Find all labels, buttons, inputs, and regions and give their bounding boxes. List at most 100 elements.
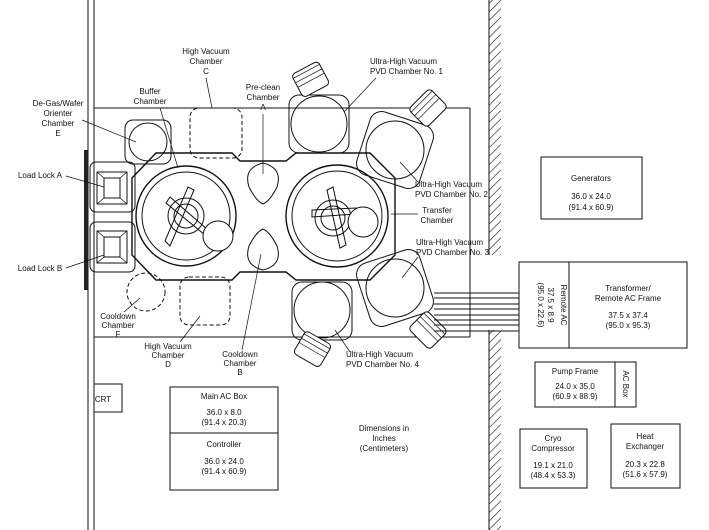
svg-text:Cooldown: Cooldown [222, 350, 258, 359]
main-ac-box-dims: 36.0 x 8.0 [206, 408, 242, 417]
dimensions-note: Dimensions in Inches (Centimeters) [359, 424, 409, 453]
label-transfer: Transfer Chamber [391, 206, 454, 225]
degas-chamber-e [124, 119, 172, 165]
label-cooldown-f: Cooldown Chamber F [100, 297, 141, 339]
heat-exchanger-dims-cm: (51.6 x 57.9) [623, 470, 668, 479]
pipe-run [434, 292, 519, 332]
svg-text:Buffer: Buffer [139, 87, 161, 96]
svg-text:High Vacuum: High Vacuum [144, 342, 192, 351]
heat-exchanger-label-1: Heat [637, 432, 655, 441]
mainframe-body [131, 152, 396, 281]
label-load-lock-b: Load Lock B [18, 254, 105, 273]
svg-text:Ultra-High Vacuum: Ultra-High Vacuum [370, 57, 437, 66]
generators-label: Generators [571, 174, 611, 183]
svg-text:Chamber: Chamber [152, 351, 185, 360]
svg-text:Chamber: Chamber [102, 321, 135, 330]
svg-text:B: B [237, 368, 242, 377]
svg-text:Chamber: Chamber [42, 119, 75, 128]
transformer-dims: 37.5 x 37.4 [608, 311, 648, 320]
transformer-label-1: Transformer/ [605, 284, 651, 293]
controller-dims: 36.0 x 24.0 [204, 457, 244, 466]
cooldown-chamber-b [247, 228, 279, 271]
svg-text:Load Lock A: Load Lock A [18, 171, 63, 180]
remote-ac-dims-cm: (95.0 x 22.6) [536, 283, 545, 328]
heat-exchanger-dims: 20.3 x 22.8 [625, 460, 665, 469]
remote-ac-dims: 37.5 x 8.9 [546, 287, 555, 323]
svg-text:De-Gas/Wafer: De-Gas/Wafer [33, 99, 84, 108]
generators-dims-cm: (91.4 x 60.9) [569, 203, 614, 212]
label-degas: De-Gas/Wafer Orienter Chamber E [33, 99, 137, 143]
cryo-label-2: Compressor [531, 444, 575, 453]
cryo-dims: 19.1 x 21.0 [533, 461, 573, 470]
label-load-lock-a: Load Lock A [18, 171, 105, 188]
buffer-chamber [135, 165, 237, 267]
svg-text:High Vacuum: High Vacuum [182, 47, 230, 56]
label-uhv-4: Ultra-High Vacuum PVD Chamber No. 4 [334, 329, 419, 369]
pvd-chamber-3 [356, 249, 447, 349]
svg-text:PVD Chamber No. 2: PVD Chamber No. 2 [415, 190, 488, 199]
pvd-chamber-2 [356, 89, 447, 189]
transformer-box: Transformer/ Remote AC Frame 37.5 x 37.4… [568, 261, 688, 349]
cryo-compressor-box: Cryo Compressor 19.1 x 21.0 (48.4 x 53.3… [519, 428, 588, 489]
svg-text:Chamber: Chamber [224, 359, 257, 368]
heat-exchanger-label-2: Exchanger [626, 442, 665, 451]
pvd-chamber-4 [291, 281, 353, 367]
svg-text:D: D [165, 360, 171, 369]
controller-dims-cm: (91.4 x 60.9) [202, 467, 247, 476]
pvd-chamber-1 [288, 61, 350, 154]
label-cooldown-b: Cooldown Chamber B [222, 253, 262, 377]
pump-frame-box: Pump Frame 24.0 x 35.0 (60.9 x 88.9) [534, 361, 616, 408]
generators-dims: 36.0 x 24.0 [571, 192, 611, 201]
main-ac-box-label: Main AC Box [201, 392, 247, 401]
crt-box: CRT [93, 383, 123, 413]
controller-label: Controller [207, 440, 242, 449]
svg-text:E: E [55, 129, 60, 138]
svg-text:F: F [116, 330, 121, 339]
cryo-dims-cm: (48.4 x 53.3) [531, 471, 576, 480]
svg-text:Chamber: Chamber [190, 57, 223, 66]
pump-frame-dims: 24.0 x 35.0 [555, 382, 595, 391]
cryo-label-1: Cryo [545, 434, 562, 443]
load-lock-b [89, 221, 136, 273]
svg-text:Chamber: Chamber [421, 216, 454, 225]
svg-text:A: A [260, 103, 266, 112]
crt-label: CRT [95, 395, 111, 404]
ac-box: AC Box [614, 361, 637, 408]
main-ac-box-dims-cm: (91.4 x 20.3) [202, 418, 247, 427]
label-high-vacuum-d: High Vacuum Chamber D [144, 315, 201, 369]
high-vacuum-chamber-c [189, 107, 243, 159]
svg-text:Ultra-High Vacuum: Ultra-High Vacuum [346, 350, 413, 359]
svg-text:Ultra-High Vacuum: Ultra-High Vacuum [415, 180, 482, 189]
pump-frame-dims-cm: (60.9 x 88.9) [553, 392, 598, 401]
right-wall [488, 0, 501, 530]
controller-box: Controller 36.0 x 24.0 (91.4 x 60.9) [169, 432, 279, 491]
label-uhv-2: Ultra-High Vacuum PVD Chamber No. 2 [399, 161, 488, 199]
svg-text:Orienter: Orienter [44, 109, 73, 118]
remote-ac-box: Remote AC 37.5 x 8.9 (95.0 x 22.6) [518, 261, 570, 349]
label-buffer: Buffer Chamber [134, 87, 179, 169]
svg-text:PVD Chamber No. 4: PVD Chamber No. 4 [346, 360, 419, 369]
label-uhv-3: Ultra-High Vacuum PVD Chamber No. 3 [401, 238, 489, 279]
load-lock-a [89, 161, 136, 213]
transformer-dims-cm: (95.0 x 95.3) [606, 321, 651, 330]
main-ac-box: Main AC Box 36.0 x 8.0 (91.4 x 20.3) [169, 386, 279, 434]
left-wall [87, 0, 95, 530]
svg-text:PVD Chamber No. 3: PVD Chamber No. 3 [416, 248, 489, 257]
pump-frame-label: Pump Frame [552, 367, 599, 376]
platform-frame [94, 107, 471, 338]
svg-text:PVD Chamber No. 1: PVD Chamber No. 1 [370, 67, 443, 76]
remote-ac-label: Remote AC [559, 285, 568, 326]
transfer-chamber [285, 164, 389, 268]
load-lock-door-bar [84, 150, 88, 290]
svg-text:Pre-clean: Pre-clean [246, 83, 280, 92]
svg-text:Load Lock B: Load Lock B [18, 264, 62, 273]
svg-text:Transfer: Transfer [422, 206, 452, 215]
svg-text:Chamber: Chamber [247, 93, 280, 102]
svg-text:(Centimeters): (Centimeters) [360, 444, 409, 453]
cooldown-chamber-f [126, 272, 166, 312]
high-vacuum-chamber-d [179, 276, 231, 326]
label-preclean: Pre-clean Chamber A [246, 83, 280, 174]
label-uhv-1: Ultra-High Vacuum PVD Chamber No. 1 [343, 57, 443, 113]
preclean-chamber-a [247, 162, 279, 205]
